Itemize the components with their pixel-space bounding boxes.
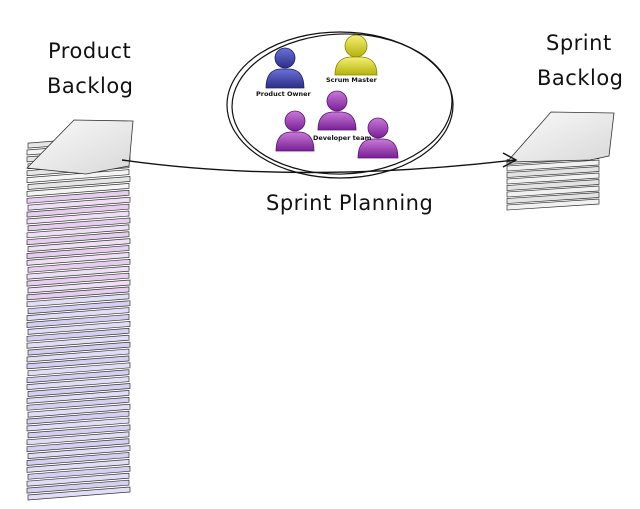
backlog-sheet: [27, 424, 131, 439]
backlog-sheet: [26, 369, 130, 384]
backlog-sheet: [26, 417, 130, 432]
backlog-sheet: [26, 452, 130, 466]
product-backlog-top-sheet: [26, 119, 134, 175]
sprint-sheet: [506, 198, 600, 211]
backlog-sheet: [26, 307, 130, 321]
backlog-sheet: [27, 445, 131, 459]
backlog-sheet: [26, 390, 130, 404]
backlog-sheet: [26, 479, 130, 494]
planning-arrow: [121, 159, 516, 174]
backlog-sheet: [26, 189, 130, 204]
backlog-sheet: [26, 210, 130, 225]
backlog-sheet: [27, 279, 131, 294]
backlog-sheet: [26, 334, 130, 349]
sprint-planning-label: Sprint Planning: [266, 191, 433, 215]
backlog-sheet: [27, 217, 131, 232]
backlog-sheet: [27, 321, 131, 335]
sprint-sheet: [506, 192, 600, 204]
backlog-sheet: [26, 472, 130, 487]
backlog-sheet: [26, 314, 130, 328]
sprint-sheet: [506, 166, 600, 178]
backlog-sheet: [26, 272, 130, 287]
product-owner-icon: [265, 47, 305, 89]
backlog-sheet: [26, 252, 130, 266]
backlog-sheet: [26, 183, 130, 197]
backlog-sheet: [26, 355, 130, 370]
backlog-sheet: [26, 376, 130, 390]
backlog-sheet: [26, 286, 130, 301]
backlog-sheet: [27, 403, 131, 418]
backlog-sheet: [26, 459, 130, 473]
sprint-backlog-top-sheet: [506, 111, 615, 163]
scrum-team-ellipse: [226, 31, 454, 179]
backlog-sheet: [26, 327, 130, 342]
backlog-sheet: [26, 245, 130, 259]
backlog-sheet: [26, 396, 130, 411]
backlog-sheet: [27, 238, 131, 252]
backlog-sheet: [27, 258, 131, 273]
developer-icon-3: [357, 117, 399, 159]
sprint-sheet: [506, 159, 600, 172]
backlog-sheet: [26, 293, 130, 308]
backlog-sheet: [26, 348, 130, 363]
backlog-sheet: [26, 203, 130, 218]
product-owner-label: Product Owner: [256, 90, 312, 98]
sprint-sheet: [506, 179, 600, 191]
backlog-sheet: [26, 265, 130, 280]
sprint-sheet: [506, 172, 600, 185]
product-backlog-title-line1: Product: [48, 39, 131, 63]
arrow-head: [502, 152, 518, 168]
developer-team-label: Developer team: [313, 134, 372, 142]
scrum-master-icon: [334, 34, 378, 76]
backlog-sheet: [26, 224, 130, 239]
scrum-master-label: Scrum Master: [326, 76, 378, 84]
backlog-sheet: [26, 231, 130, 246]
backlog-sheet: [26, 410, 130, 425]
product-backlog-title-line2: Backlog: [47, 74, 134, 98]
developer-icon-2: [275, 110, 315, 152]
backlog-sheet: [27, 362, 131, 377]
sprint-sheet: [506, 185, 600, 198]
backlog-sheet: [27, 486, 131, 501]
product-backlog-stack: [26, 119, 134, 501]
backlog-sheet: [27, 341, 131, 356]
backlog-sheet: [27, 300, 131, 315]
backlog-sheet: [27, 196, 131, 211]
backlog-sheet: [26, 438, 130, 453]
developer-icon-1: [317, 90, 357, 131]
backlog-sheet: [27, 176, 131, 190]
backlog-sheet: [27, 465, 131, 480]
sprint-backlog-title-line2: Backlog: [537, 66, 624, 90]
backlog-sheet: [27, 383, 131, 397]
backlog-sheet: [26, 431, 130, 446]
sprint-backlog-stack: [506, 111, 615, 211]
sprint-backlog-title-line1: Sprint: [546, 31, 612, 55]
